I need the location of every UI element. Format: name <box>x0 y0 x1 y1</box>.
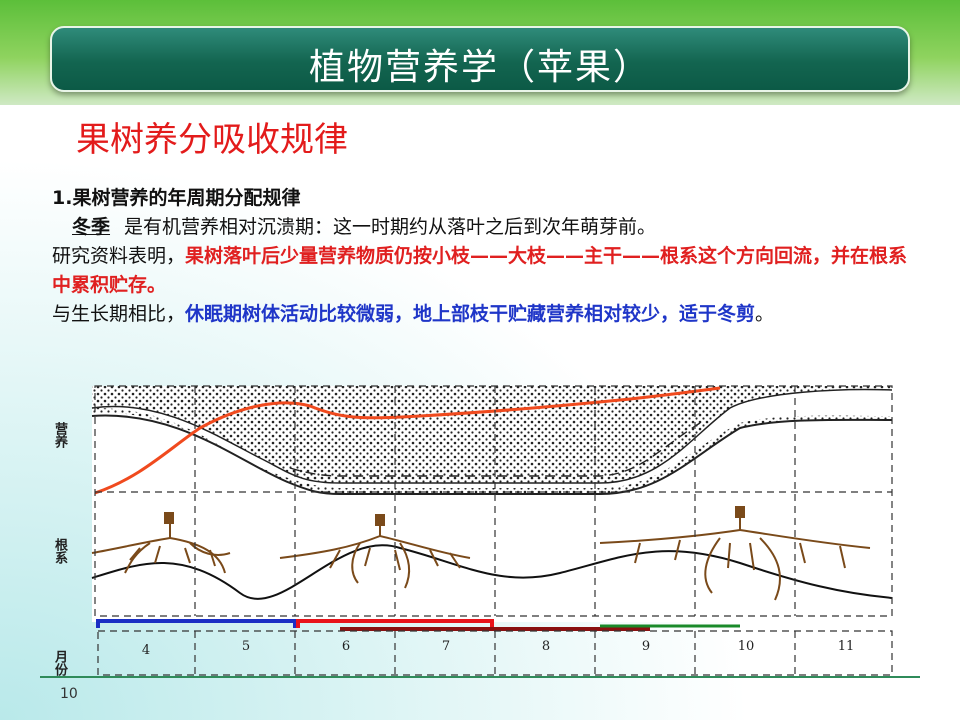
month-label: 5 <box>242 639 250 654</box>
slide-title: 植物营养学（苹果） <box>308 47 651 88</box>
label-nutrition: 营养 <box>52 422 67 448</box>
month-label: 11 <box>838 639 855 654</box>
research-prefix: 研究资料表明， <box>52 245 186 267</box>
paragraph-dormancy: 与生长期相比，休眠期树体活动比较微弱，地上部枝干贮藏营养相对较少，适于冬剪。 <box>52 300 912 329</box>
diagram-svg: 4 5 6 7 8 9 10 11 <box>91 385 893 676</box>
month-label: 9 <box>642 639 650 654</box>
month-label: 7 <box>442 639 450 654</box>
roots-october <box>599 510 871 601</box>
winter-term: 冬季 <box>72 216 111 238</box>
page-number: 10 <box>60 686 78 702</box>
month-label: 8 <box>542 639 550 654</box>
month-table <box>97 630 893 676</box>
annual-cycle-diagram: 4 5 6 7 8 9 10 11 营养 根系 月份 <box>40 378 900 698</box>
month-label: 6 <box>342 639 350 654</box>
trunk-june <box>375 514 385 526</box>
slide-subtitle: 果树养分吸收规律 <box>76 120 348 160</box>
label-roots: 根系 <box>52 538 67 564</box>
footer-divider <box>40 676 920 678</box>
trunk-october <box>735 506 745 518</box>
section-heading: 1.果树营养的年周期分配规律 <box>52 187 301 209</box>
storage-band-edge <box>91 388 893 484</box>
dormancy-prefix: 与生长期相比， <box>52 303 186 325</box>
phase-bar-blue <box>96 619 297 628</box>
storage-band-lower-edge <box>91 414 893 495</box>
research-highlight: 果树落叶后少量营养物质仍按小枝——大枝——主干——根系这个方向回流，并在根系中累… <box>52 245 908 296</box>
roots-april <box>91 518 231 574</box>
title-bar: 植物营养学（苹果） <box>50 26 910 92</box>
storage-band-dots <box>92 408 892 494</box>
storage-band-dashed <box>289 422 701 477</box>
paragraph-winter: 冬季是有机营养相对沉溃期：这一时期约从落叶之后到次年萌芽前。 <box>52 213 912 242</box>
storage-band-top <box>92 386 892 483</box>
dormancy-highlight: 休眠期树体活动比较微弱，地上部枝干贮藏营养相对较少，适于冬剪 <box>185 303 756 325</box>
label-month: 月份 <box>52 650 67 676</box>
dormancy-end: 。 <box>755 303 775 325</box>
month-label: 4 <box>142 643 150 658</box>
diagram-grid <box>94 385 893 617</box>
trunk-april <box>164 512 174 524</box>
root-contour <box>91 544 893 600</box>
paragraph-research: 研究资料表明，果树落叶后少量营养物质仍按小枝——大枝——主干——根系这个方向回流… <box>52 242 912 300</box>
nutrient-curve <box>94 386 721 495</box>
month-label: 10 <box>738 639 755 654</box>
body-text: 1.果树营养的年周期分配规律 冬季是有机营养相对沉溃期：这一时期约从落叶之后到次… <box>52 184 912 329</box>
winter-description: 是有机营养相对沉溃期：这一时期约从落叶之后到次年萌芽前。 <box>124 216 657 238</box>
phase-bar-red <box>296 619 494 628</box>
roots-june <box>279 518 471 589</box>
